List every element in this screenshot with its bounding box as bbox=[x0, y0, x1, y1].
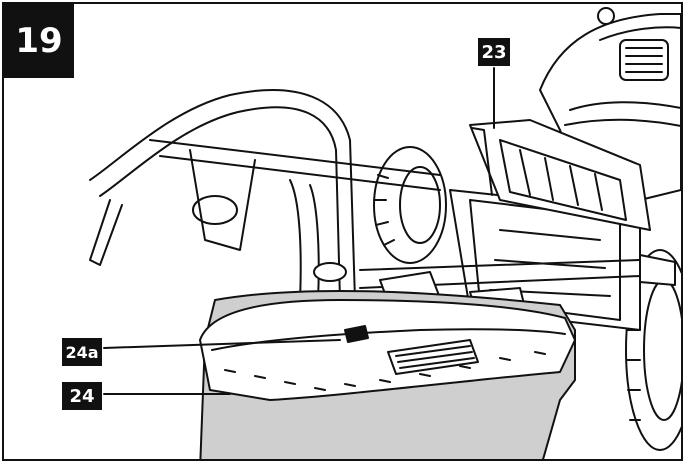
leader-line-24a bbox=[103, 339, 341, 349]
callout-24a: 24a bbox=[62, 338, 102, 366]
figure-number: 19 bbox=[4, 4, 74, 78]
callout-23: 23 bbox=[478, 38, 510, 66]
grass-bag bbox=[199, 289, 576, 459]
rear-flap bbox=[469, 119, 651, 231]
rear-wheel-left bbox=[373, 146, 447, 264]
callout-24: 24 bbox=[62, 382, 102, 410]
